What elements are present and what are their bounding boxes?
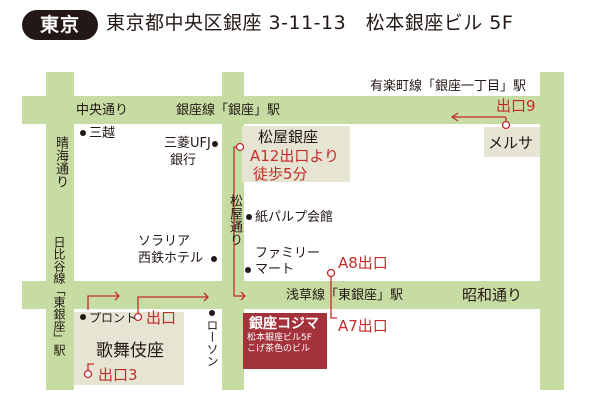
station-label-ginza: 銀座線「銀座」駅 (176, 103, 281, 118)
exit-a8: A8出口 (338, 254, 388, 272)
landmark-matsuya-ginza: 松屋銀座 (258, 128, 319, 146)
destination-building: 松本銀座ビル5F (247, 333, 312, 343)
landmark-dot (209, 310, 215, 316)
road-label-chuo-dori: 中央通り (76, 103, 129, 118)
road-showa-dori (540, 72, 564, 390)
landmark-dot (80, 314, 86, 320)
exit-a12-walk: 徒歩5分 (253, 165, 308, 183)
exit-pronto: 出口 (146, 309, 177, 327)
block-kabukiza (74, 312, 184, 385)
landmark-mufg: 三菱UFJ (164, 136, 211, 151)
landmark-familymart-2: マート (255, 262, 295, 277)
road-harumi-dori (46, 72, 74, 390)
station-label-ginza-itchome: 有楽町線「銀座一丁目」駅 (370, 79, 527, 94)
landmark-pronto: プロント (89, 311, 138, 325)
road-label-showa-dori: 昭和通り (462, 286, 523, 304)
destination-name: 銀座コジマ (249, 316, 319, 332)
road-chuo-dori (22, 96, 560, 124)
exit-3: 出口3 (98, 366, 138, 384)
road-matsuya-dori (222, 72, 244, 390)
landmark-familymart: ファミリー (255, 246, 321, 261)
landmark-dot (246, 214, 252, 220)
landmark-mitsukoshi: 三越 (89, 126, 116, 141)
landmark-dot (211, 256, 217, 262)
landmark-kabukiza: 歌舞伎座 (96, 341, 164, 361)
station-label-higashi-ginza-hibiya: 日比谷線「東銀座」駅 (52, 236, 66, 356)
road-label-matsuya-dori: 松屋通り (227, 194, 242, 246)
destination-ginza-kojima: 銀座コジマ 松本銀座ビル5F こげ茶色のビル (243, 313, 327, 369)
station-label-higashi-ginza-asakusa: 浅草線「東銀座」駅 (286, 288, 404, 303)
landmark-kami-pulp: 紙パルプ会館 (255, 210, 334, 225)
city-badge: 東京 (22, 10, 98, 40)
exit-a7: A7出口 (338, 317, 388, 335)
road-showa-dori-horizontal (22, 281, 560, 309)
address: 東京都中央区銀座 3-11-13 松本銀座ビル 5F (106, 12, 514, 34)
block-melsa (484, 127, 540, 157)
landmark-solaria: ソラリア (138, 234, 191, 249)
landmark-melsa: メルサ (488, 134, 534, 152)
landmark-solaria-hotel: 西鉄ホテル (138, 251, 204, 266)
landmark-mufg-bank: 銀行 (170, 153, 197, 168)
header: 東京 東京都中央区銀座 3-11-13 松本銀座ビル 5F (0, 0, 600, 48)
exit-a12: A12出口より (250, 147, 340, 165)
exit-9: 出口9 (496, 97, 536, 115)
road-label-harumi-dori: 晴海通り (53, 136, 68, 188)
landmark-dot (212, 141, 218, 147)
landmark-lawson: ローソン (205, 319, 219, 367)
block-matsuya (242, 126, 350, 182)
landmark-dot (80, 130, 86, 136)
landmark-dot (245, 267, 251, 273)
destination-note: こげ茶色のビル (247, 344, 311, 354)
